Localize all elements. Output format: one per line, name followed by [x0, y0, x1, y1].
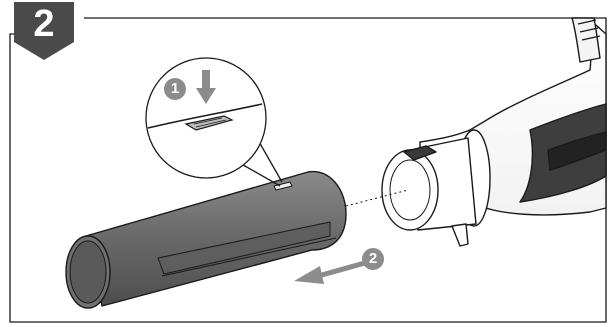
callout-2-circle [362, 248, 384, 270]
callout-1-circle [164, 78, 186, 100]
step-number: 2 [33, 3, 55, 45]
nozzle-tube [65, 170, 347, 309]
step-badge [14, 2, 74, 60]
pull-arrow [294, 260, 367, 284]
frame-border [9, 17, 607, 323]
alignment-line [345, 189, 409, 207]
blower-body [381, 17, 607, 247]
callout-2-number: 2 [368, 250, 378, 267]
callout-1-number: 1 [170, 80, 180, 97]
press-arrow [196, 70, 216, 104]
